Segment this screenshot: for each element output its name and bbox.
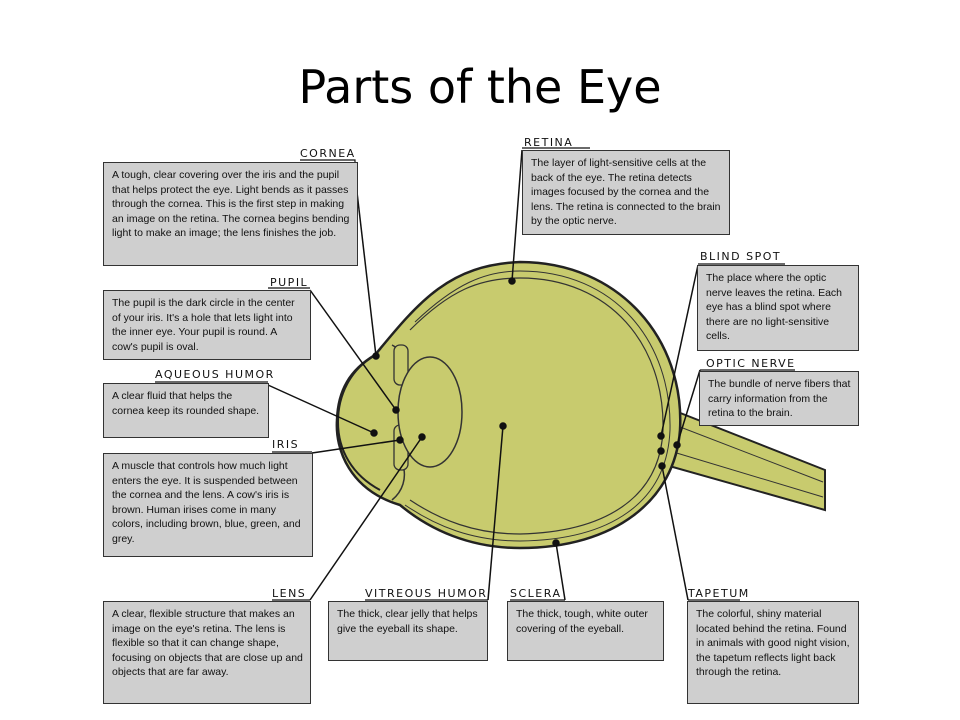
retina-label: RETINA [524,136,574,149]
iris-description: A muscle that controls how much light en… [103,453,313,557]
tapetum-label: TAPETUM [688,587,750,600]
sclera-leader [555,542,566,601]
lens-label: LENS [272,587,307,600]
aqueous-dot [370,429,378,437]
blind-spot-label: BLIND SPOT [700,250,782,263]
optic-nerve-fiber-line [661,419,824,483]
sclera-dot [552,539,560,547]
cornea-label: CORNEA [300,147,356,160]
aqueous-humor-description: A clear fluid that helps the cornea keep… [103,383,269,438]
tapetum-leader [661,465,689,601]
retina-description: The layer of light-sensitive cells at th… [522,150,730,235]
iris-leader [311,439,401,454]
optic-nerve-dot [673,441,681,449]
optic-nerve-dot [657,447,665,455]
optic-nerve-label: OPTIC NERVE [706,357,796,370]
pupil-leader [309,289,397,411]
retina-line [409,277,664,535]
lens-leader [309,436,423,601]
pupil-description: The pupil is the dark circle in the cent… [103,290,311,360]
blind-spot-dot [657,432,665,440]
optic-nerve-fiber-line [659,447,824,498]
vitreous-humor-description: The thick, clear jelly that helps give t… [328,601,488,661]
retina-leader [511,149,523,282]
retina-dot [508,277,516,285]
lens-shape [397,356,463,468]
lens-description: A clear, flexible structure that makes a… [103,601,311,704]
iris-label: IRIS [272,438,300,451]
cornea-dot [372,352,380,360]
vitreous-dot [499,422,507,430]
cornea-description: A tough, clear covering over the iris an… [103,162,358,266]
sclera-label: SCLERA [510,587,562,600]
sclera-description: The thick, tough, white outer covering o… [507,601,664,661]
pupil-label: PUPIL [270,276,309,289]
iris-dot [396,436,404,444]
vitreous-humor-label: VITREOUS HUMOR [365,587,488,600]
eyeball-shape [335,260,682,550]
lens-dot [418,433,426,441]
optic-nerve-description: The bundle of nerve fibers that carry in… [699,371,859,426]
iris-shape [393,344,409,386]
optic-nerve-leader [676,369,701,446]
aqueous-humor-label: AQUEOUS HUMOR [155,368,275,381]
pupil-dot [392,406,400,414]
vitreous-leader [487,425,504,601]
blind-spot-leader [660,264,699,437]
tapetum-description: The colorful, shiny material located beh… [687,601,859,704]
cornea-shape [336,354,381,491]
retina-line [404,270,671,542]
tapetum-dot [658,462,666,470]
page-title: Parts of the Eye [298,60,662,114]
cornea-leader [354,174,377,357]
blind-spot-description: The place where the optic nerve leaves t… [697,265,859,351]
aqueous-leader [267,384,375,434]
